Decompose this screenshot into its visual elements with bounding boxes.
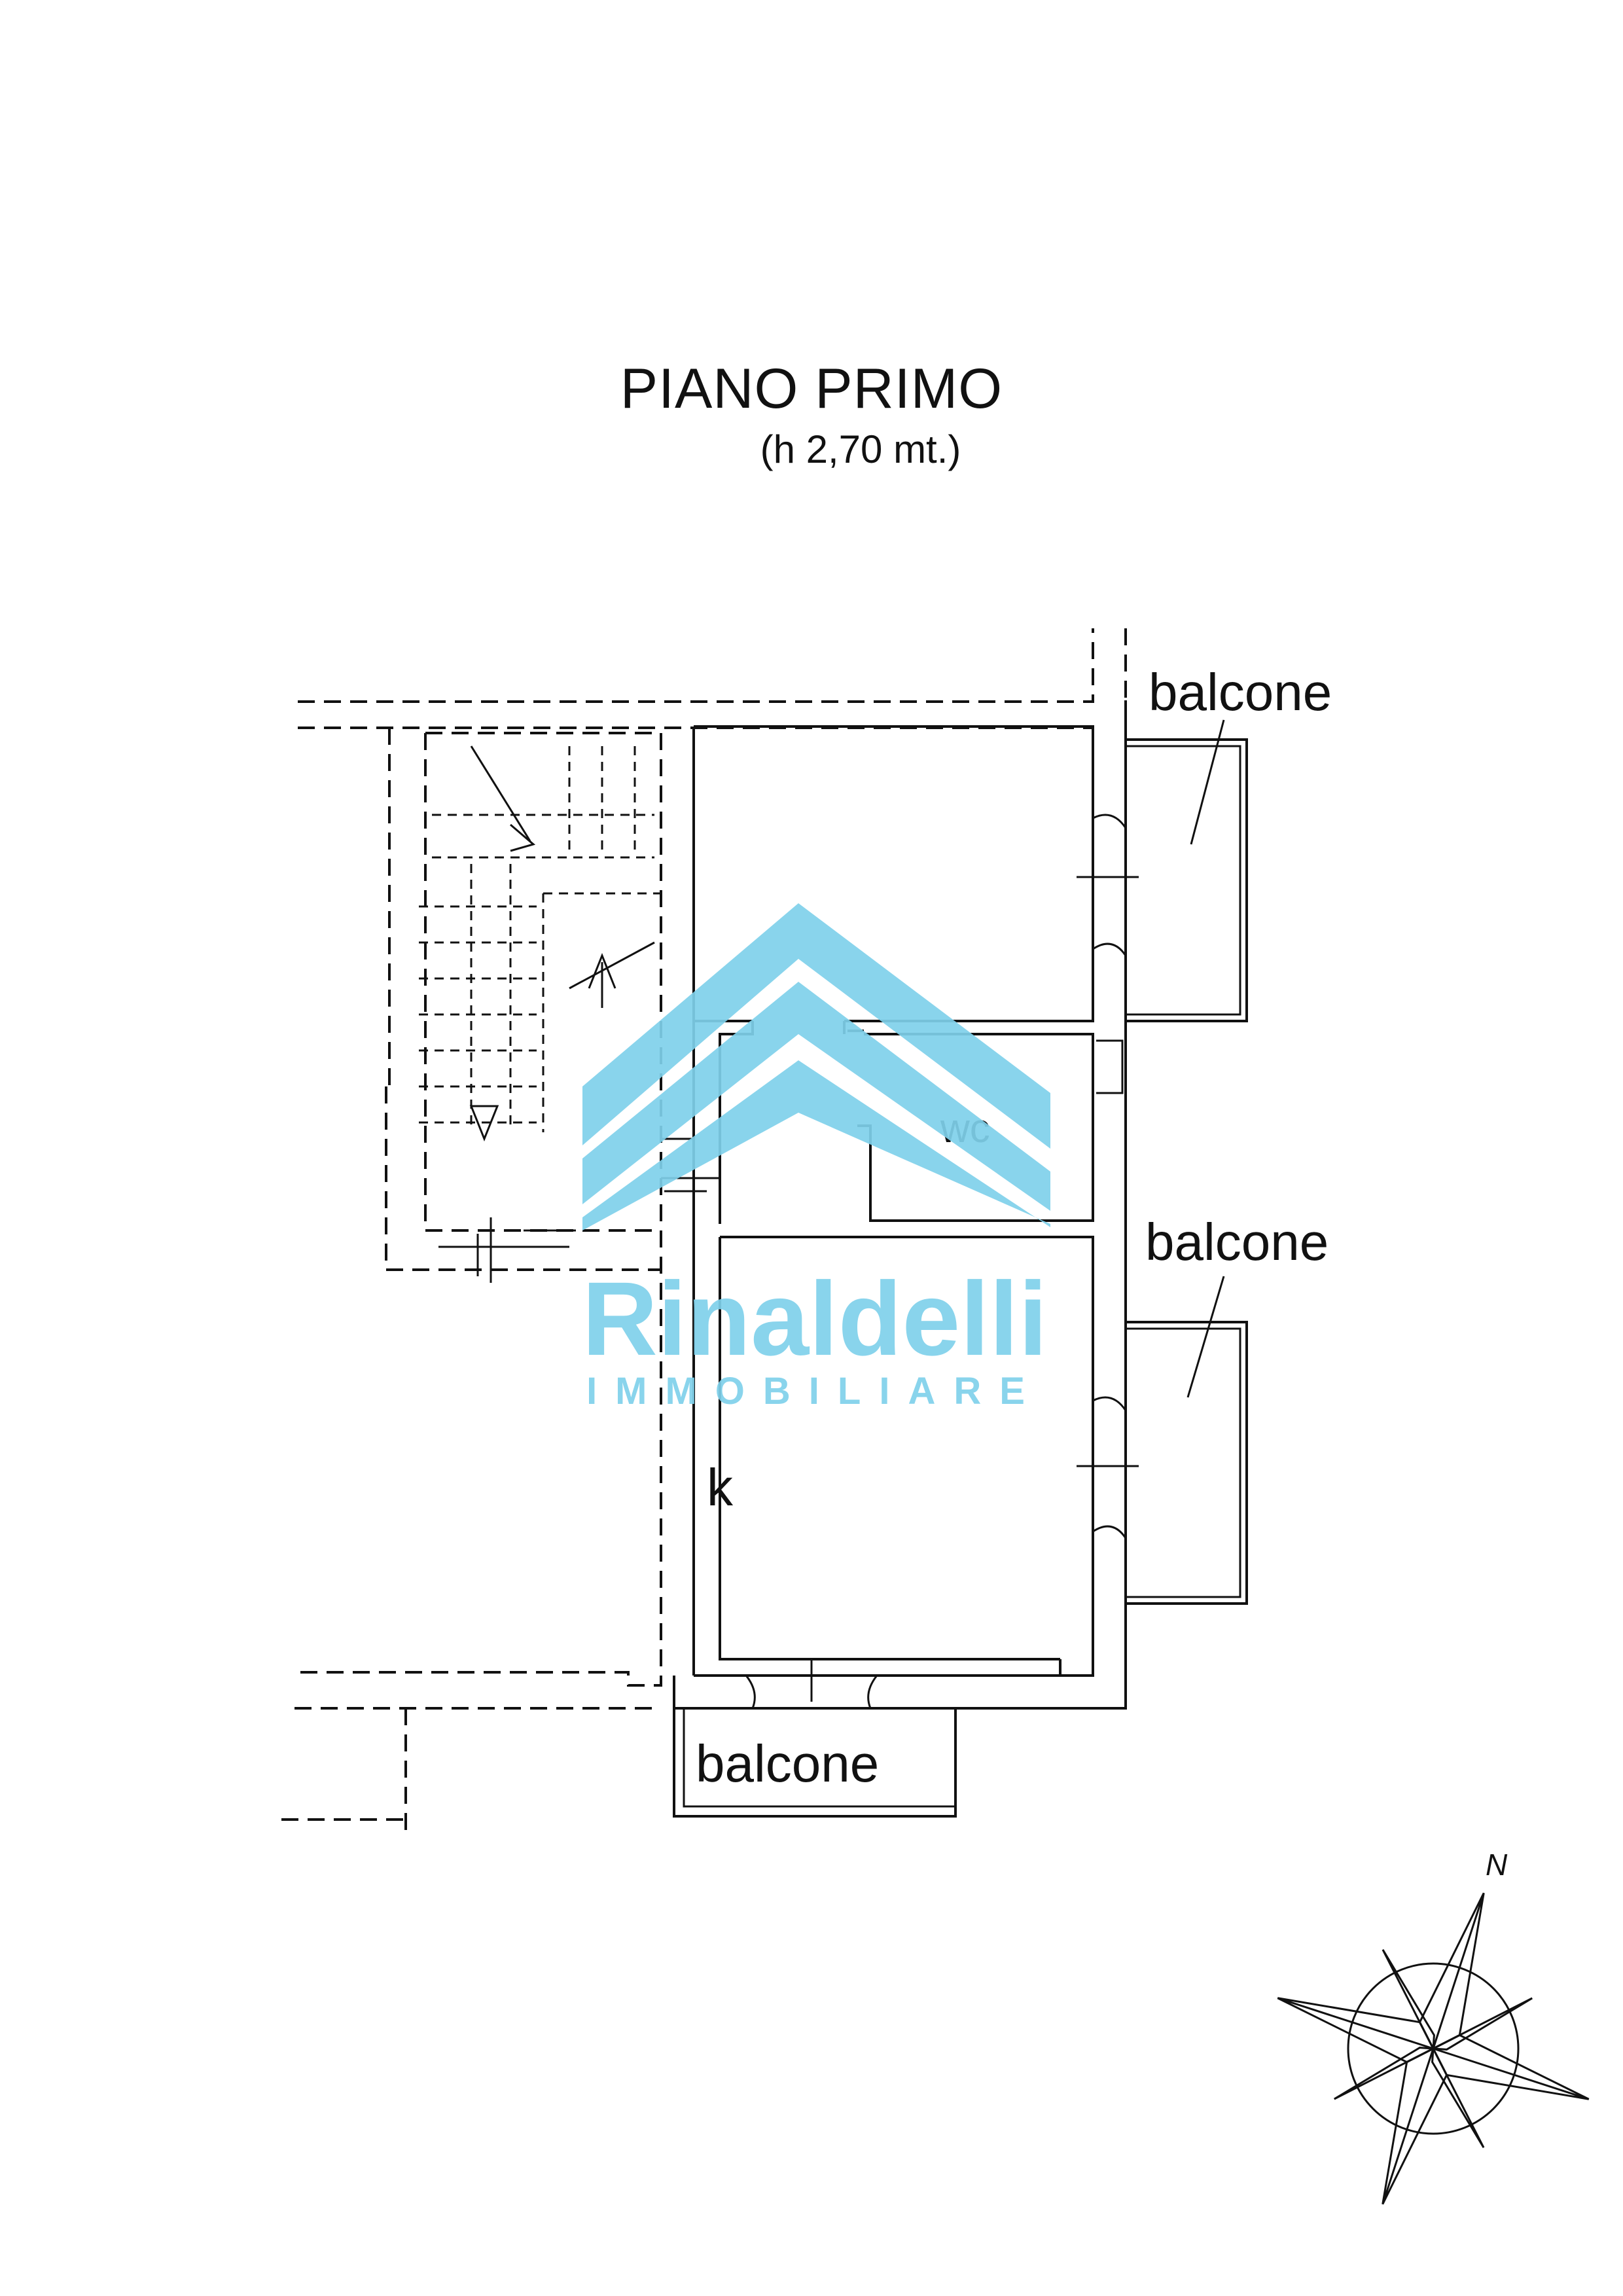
neighbouring-outline (281, 628, 1127, 1833)
watermark-tagline: IMMOBILIARE (586, 1370, 1043, 1412)
label-kitchen: k (707, 1458, 734, 1516)
staircase (419, 745, 655, 1283)
floor-title: PIANO PRIMO (620, 357, 1003, 420)
compass-north-label: N (1486, 1848, 1508, 1882)
label-balcone-east-lower: balcone (1145, 1213, 1329, 1271)
watermark-roof-1 (582, 903, 1050, 1149)
apartment-walls (661, 700, 1139, 1710)
watermark-roof-3 (582, 1060, 1050, 1230)
watermark-brand: Rinaldelli (582, 1260, 1047, 1377)
label-balcone-east-upper: balcone (1149, 663, 1332, 721)
floor-height-note: (h 2,70 mt.) (760, 427, 961, 471)
watermark-logo: Rinaldelli IMMOBILIARE (582, 903, 1050, 1412)
compass-rose: N (1277, 1848, 1590, 2205)
watermark-roof-2 (582, 982, 1050, 1211)
balconies (673, 719, 1248, 1818)
label-balcone-south: balcone (696, 1734, 879, 1793)
